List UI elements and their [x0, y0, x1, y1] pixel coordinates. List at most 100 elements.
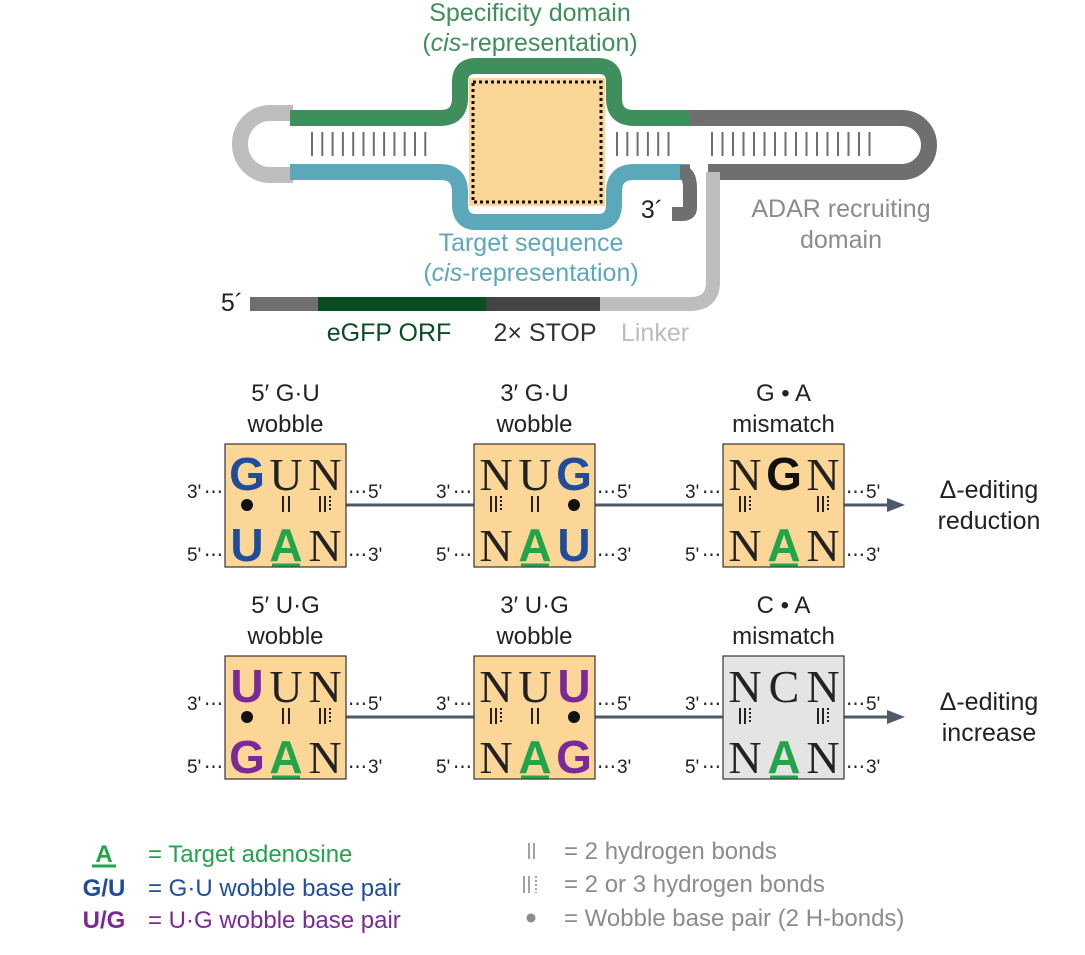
- panel-title-line1: G • A: [756, 380, 811, 407]
- legend-target-text: = Target adenosine: [148, 841, 352, 868]
- panel-title-line2: wobble: [495, 411, 572, 438]
- dotted-connector: ⋯: [204, 757, 223, 778]
- specificity-box: [469, 78, 605, 206]
- dotted-connector: ⋯: [453, 694, 472, 715]
- panel-title-line1: C • A: [757, 592, 811, 619]
- bottom-strand-base: N: [308, 520, 341, 571]
- strand-end-label: 5': [685, 545, 699, 566]
- strand-end-label: 5': [436, 545, 450, 566]
- legend-gu-text: = G·U wobble base pair: [148, 875, 401, 902]
- panel-title-line1: 3′ G·U: [500, 380, 569, 407]
- strand-end-label: 3': [368, 545, 382, 566]
- bottom-strand-base: N: [728, 732, 761, 783]
- strand-end-label: 5': [187, 545, 201, 566]
- dotted-connector: ⋯: [204, 482, 223, 503]
- strand-end-label: 3': [617, 757, 631, 778]
- top-strand-base: N: [308, 449, 341, 500]
- dotted-connector: ⋯: [453, 545, 472, 566]
- dotted-connector: ⋯: [348, 694, 367, 715]
- legend: A = Target adenosine G/U = G·U wobble ba…: [83, 838, 905, 934]
- top-strand-base: N: [479, 661, 512, 712]
- wobble-dot-marker: [568, 711, 580, 723]
- top-strand-base: G: [556, 448, 592, 500]
- dotted-connector: ⋯: [702, 545, 721, 566]
- wobble-dot-marker: [241, 711, 253, 723]
- legend-two-three-bonds-text: = 2 or 3 hydrogen bonds: [564, 871, 825, 898]
- legend-wobble-dot-text: = Wobble base pair (2 H-bonds): [564, 905, 904, 932]
- top-strand-base: N: [479, 449, 512, 500]
- strand-end-label: 3': [368, 757, 382, 778]
- strand-end-label: 5': [866, 694, 880, 715]
- bottom-strand-base: U: [557, 519, 590, 571]
- dotted-connector: ⋯: [453, 482, 472, 503]
- linker-strand: [600, 172, 720, 311]
- bottom-strand-base: A: [518, 731, 551, 783]
- top-strand-base: N: [806, 449, 839, 500]
- bottom-strand-base: A: [767, 731, 800, 783]
- top-strand-base: U: [518, 449, 551, 500]
- legend-two-bonds-text: = 2 hydrogen bonds: [564, 838, 777, 865]
- top-strand-base: C: [769, 661, 800, 712]
- legend-ug-text: = U·G wobble base pair: [148, 907, 401, 934]
- legend-ug-symbol: U/G: [83, 907, 126, 934]
- specificity-label-line2: (cis-representation): [422, 29, 637, 57]
- legend-wobble-dot-icon: [526, 913, 536, 923]
- dotted-connector: ⋯: [453, 757, 472, 778]
- dotted-connector: ⋯: [597, 545, 616, 566]
- wobble-dot-marker: [241, 499, 253, 511]
- strand-end-label: 5': [187, 757, 201, 778]
- effect-arrow-head: [887, 498, 905, 512]
- dotted-connector: ⋯: [597, 482, 616, 503]
- strand-end-label: 3': [187, 694, 201, 715]
- specificity-domain-strand: [290, 58, 695, 126]
- bottom-strand-base: N: [806, 520, 839, 571]
- dotted-connector: ⋯: [348, 482, 367, 503]
- dotted-connector: ⋯: [204, 694, 223, 715]
- panel-title-line1: 3′ U·G: [500, 592, 569, 619]
- top-strand-base: N: [728, 661, 761, 712]
- dotted-connector: ⋯: [348, 757, 367, 778]
- top-strand-base: U: [269, 661, 302, 712]
- bottom-strand-base: N: [479, 520, 512, 571]
- bottom-strand-base: N: [728, 520, 761, 571]
- linker-label: Linker: [621, 319, 689, 347]
- dotted-connector: ⋯: [846, 545, 865, 566]
- adar-recruiting-strand: [690, 110, 937, 180]
- bottom-strand-base: N: [479, 732, 512, 783]
- panel-title-line1: 5′ U·G: [251, 592, 320, 619]
- top-strand-base: U: [557, 660, 590, 712]
- hairpin-loop: [232, 105, 293, 183]
- top-strand-base: N: [728, 449, 761, 500]
- strand-end-label: 3': [866, 757, 880, 778]
- panel-title-line2: wobble: [495, 623, 572, 650]
- five-prime-label: 5´: [221, 289, 243, 317]
- specificity-box-outline: [471, 80, 603, 204]
- adar-label-line1: ADAR recruiting: [751, 195, 930, 223]
- panel-title-line1: 5′ G·U: [251, 380, 320, 407]
- top-strand-base: G: [766, 448, 802, 500]
- strand-end-label: 5': [368, 694, 382, 715]
- legend-gu-symbol: G/U: [83, 875, 126, 902]
- bottom-strand-base: A: [767, 519, 800, 571]
- stem-base-pair-ticks: [311, 132, 871, 156]
- dotted-connector: ⋯: [846, 694, 865, 715]
- legend-two-three-bonds-icon: [523, 876, 537, 893]
- egfp-label: eGFP ORF: [327, 319, 452, 347]
- specificity-label-line1: Specificity domain: [429, 0, 630, 27]
- dotted-connector: ⋯: [702, 482, 721, 503]
- panel-title-line2: wobble: [246, 623, 323, 650]
- strand-end-label: 3': [685, 694, 699, 715]
- panel-title-line2: mismatch: [732, 623, 835, 650]
- target-label-line1: Target sequence: [439, 229, 624, 257]
- strand-end-label: 3': [436, 694, 450, 715]
- three-prime-stub: [672, 165, 697, 221]
- bottom-strand-base: A: [269, 731, 302, 783]
- legend-target-symbol: A: [95, 841, 112, 868]
- strand-end-label: 5': [617, 694, 631, 715]
- bottom-strand-base: N: [308, 732, 341, 783]
- strand-end-label: 3': [685, 482, 699, 503]
- panel-title-line2: wobble: [246, 411, 323, 438]
- bottom-strand-base: G: [556, 731, 592, 783]
- dotted-connector: ⋯: [846, 757, 865, 778]
